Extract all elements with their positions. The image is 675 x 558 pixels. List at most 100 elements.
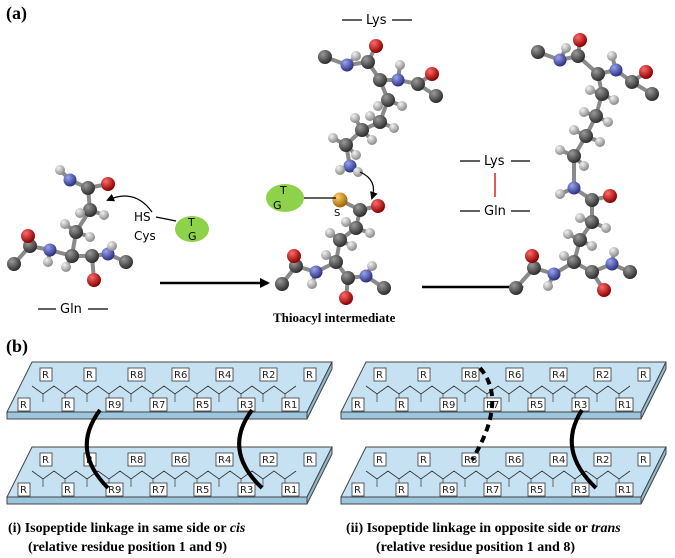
sheet-edge: [6, 496, 308, 505]
residue-box: [373, 452, 387, 467]
oxygen-atom: [287, 249, 301, 263]
carbon-atom: [349, 221, 363, 235]
hydrogen-atom: [607, 51, 617, 61]
residue-label: R1: [284, 400, 297, 411]
hydrogen-atom: [75, 208, 85, 218]
residue-box: [527, 482, 546, 497]
hydrogen-atom: [601, 223, 611, 233]
residue-box: [351, 482, 365, 497]
residue-label: R3: [240, 400, 253, 411]
residue-box: [127, 367, 146, 382]
nitrogen-atom: [391, 73, 405, 87]
hydrogen-atom: [587, 241, 597, 251]
residue-label: R2: [596, 370, 609, 381]
hydrogen-atom: [85, 232, 95, 242]
residue-label: R8: [130, 455, 143, 466]
hydrogen-atom: [543, 281, 553, 291]
residue-box: [83, 367, 97, 382]
residue-box: [395, 482, 409, 497]
caption-cis: (i) Isopeptide linkage in same side or c…: [8, 521, 246, 555]
residue-box: [105, 397, 124, 412]
carbon-atom: [571, 49, 585, 63]
carbon-atom: [353, 203, 367, 217]
caption-ii-line2: (relative residue position 1 and 8): [376, 540, 575, 555]
caption-trans: (ii) Isopeptide linkage in opposite side…: [346, 521, 621, 555]
sheet-side: [306, 361, 333, 420]
residue-label: R: [306, 370, 313, 381]
hydrogen-atom: [365, 111, 375, 121]
nitrogen-atom: [63, 173, 77, 187]
panel-a-label: (a): [6, 3, 27, 24]
hydrogen-atom: [60, 219, 70, 229]
residue-box: [149, 397, 168, 412]
caption-i-line1: (i) Isopeptide linkage in same side or c…: [8, 521, 246, 536]
carbon-atom: [585, 193, 599, 207]
residue-label: R6: [174, 455, 187, 466]
sheet-side: [640, 446, 667, 505]
carbon-atom: [318, 50, 332, 64]
carbon-atom: [595, 87, 609, 101]
hydrogen-atom: [389, 123, 399, 133]
residue-label: R: [376, 370, 383, 381]
product-gln-label: Gln: [484, 204, 506, 219]
residue-label: R2: [262, 370, 275, 381]
residue-label: R8: [130, 370, 143, 381]
residue-box: [439, 482, 458, 497]
nitrogen-atom: [340, 58, 354, 72]
hydrogen-atom: [395, 60, 405, 70]
residue-box: [237, 482, 256, 497]
carbon-atom: [381, 93, 395, 107]
residue-label: R: [398, 400, 405, 411]
nitrogen-atom: [567, 181, 581, 195]
residue-label: R5: [530, 485, 543, 496]
residue-box: [461, 367, 480, 382]
residue-box: [171, 367, 190, 382]
sulfur-atom: [332, 192, 348, 208]
nitrogen-atom: [547, 267, 561, 281]
carbon-atom: [579, 129, 593, 143]
residue-label: R3: [574, 485, 587, 496]
thioacyl-molecule: [275, 192, 391, 305]
residue-label: R4: [552, 370, 565, 381]
carbon-atom: [333, 233, 347, 247]
glutamine-molecule: [7, 165, 133, 287]
peptide-backbone: [31, 385, 297, 395]
nitrogen-atom: [605, 257, 619, 271]
carbon-atom: [567, 149, 581, 163]
hydrogen-atom: [341, 217, 351, 227]
enzyme-ellipse-2: [266, 184, 304, 212]
residue-box: [549, 367, 568, 382]
caption-ii-line1: (ii) Isopeptide linkage in opposite side…: [346, 521, 621, 536]
residue-box: [171, 452, 190, 467]
carbon-atom: [573, 233, 587, 247]
caption-ii-prefix: (ii) Isopeptide linkage in opposite side…: [346, 521, 591, 536]
isopeptide-link: [569, 408, 598, 490]
hydrogen-atom: [328, 133, 338, 143]
carbon-atom: [7, 257, 21, 271]
tg-t: T: [187, 216, 195, 229]
peptide-backbone: [365, 385, 631, 395]
residue-label: R4: [218, 370, 231, 381]
carbon-atom: [429, 89, 443, 103]
carbon-atom: [585, 215, 599, 229]
residue-box: [549, 452, 568, 467]
residue-box: [281, 482, 300, 497]
residue-box: [193, 397, 212, 412]
caption-i-em: cis: [230, 521, 246, 536]
hydrogen-atom: [595, 137, 605, 147]
oxygen-atom: [369, 39, 383, 53]
lys-label: Lys: [366, 13, 387, 28]
hydrogen-atom: [555, 145, 565, 155]
residue-label: R4: [218, 455, 231, 466]
isopeptide-product-molecule: [509, 33, 659, 297]
residue-box: [281, 397, 300, 412]
residue-box: [593, 452, 612, 467]
cys-hs-label: HS: [134, 210, 151, 224]
residue-label: R1: [284, 485, 297, 496]
residue-label: R3: [574, 400, 587, 411]
residue-box: [39, 367, 53, 382]
residue-label: R6: [508, 370, 521, 381]
residue-label: R: [398, 485, 405, 496]
